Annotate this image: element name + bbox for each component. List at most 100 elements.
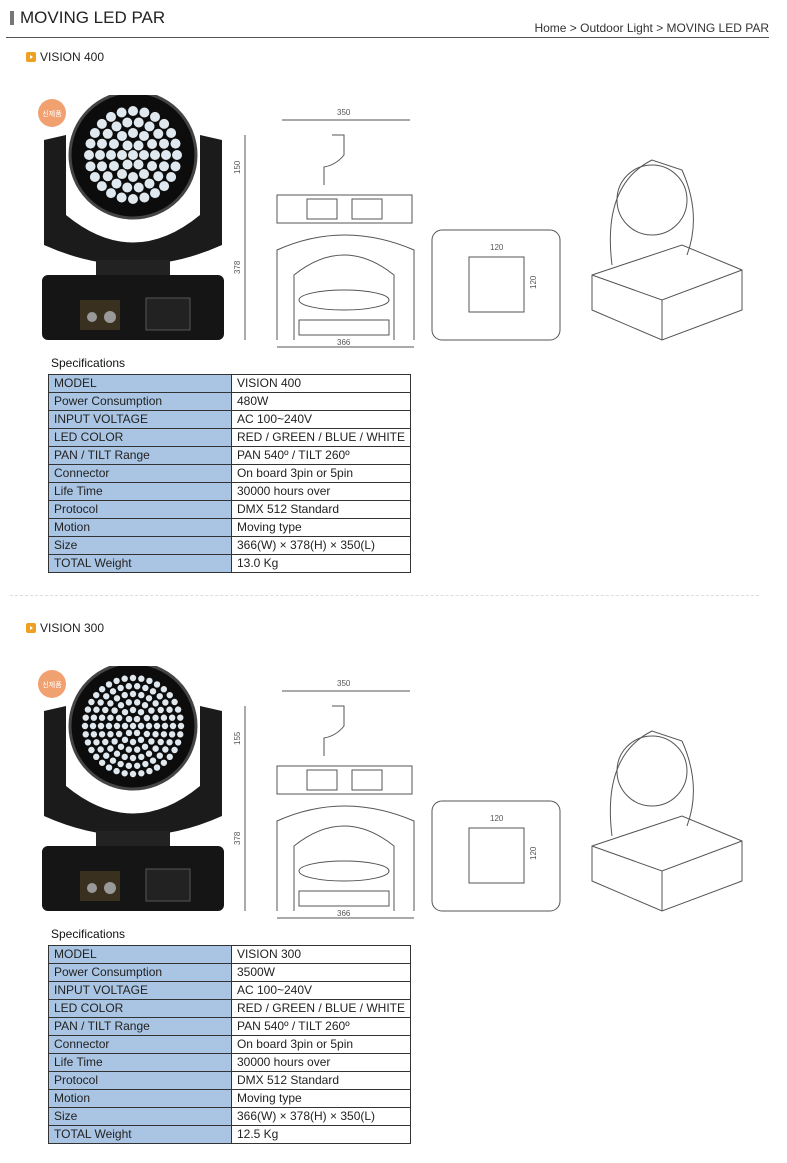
spec-key: Life Time xyxy=(48,482,232,501)
spec-value: 3500W xyxy=(230,963,412,982)
product-name: VISION 300 xyxy=(40,621,105,635)
spec-key: Connector xyxy=(48,464,232,483)
spec-key: INPUT VOLTAGE xyxy=(48,981,232,1000)
spec-key: Life Time xyxy=(48,1053,232,1072)
spec-value: On board 3pin or 5pin xyxy=(230,1035,412,1054)
spec-value: PAN 540º / TILT 260º xyxy=(230,446,412,465)
spec-value: 366(W) × 378(H) × 350(L) xyxy=(230,1107,412,1126)
spec-key: Connector xyxy=(48,1035,232,1054)
spec-key: INPUT VOLTAGE xyxy=(48,410,232,429)
dim-hook-label: 155 xyxy=(233,731,242,745)
product-heading: VISION 300 xyxy=(26,621,104,635)
spec-key: LED COLOR xyxy=(48,428,232,447)
spec-key: Protocol xyxy=(48,1071,232,1090)
dim-base-label: 366 xyxy=(337,909,351,918)
spec-key: LED COLOR xyxy=(48,999,232,1018)
spec-value: Moving type xyxy=(230,518,412,537)
new-product-badge xyxy=(38,99,66,127)
spec-key: Power Consumption xyxy=(48,392,232,411)
spec-value: 12.5 Kg xyxy=(230,1125,412,1144)
spec-value: AC 100~240V xyxy=(230,410,412,429)
dim-hook-label: 150 xyxy=(233,160,242,174)
product-photo: 신제품 xyxy=(36,90,230,345)
page-title-text: MOVING LED PAR xyxy=(20,8,166,27)
specifications-heading: Specifications xyxy=(51,927,126,941)
dim-plate-height-label: 120 xyxy=(529,846,538,860)
spec-row: Power Consumption 3500W xyxy=(48,963,412,982)
technical-drawing: 350 155 378 366 120 120 xyxy=(232,666,772,921)
spec-value: AC 100~240V xyxy=(230,981,412,1000)
header-divider xyxy=(6,37,769,38)
title-bar-icon xyxy=(10,11,14,25)
dim-height-label: 378 xyxy=(233,831,242,845)
spec-value: 30000 hours over xyxy=(230,1053,412,1072)
spec-value: RED / GREEN / BLUE / WHITE xyxy=(230,428,412,447)
spec-row: Power Consumption 480W xyxy=(48,392,412,411)
spec-value: On board 3pin or 5pin xyxy=(230,464,412,483)
dim-plate-height-label: 120 xyxy=(529,275,538,289)
spec-value: Moving type xyxy=(230,1089,412,1108)
spec-key: Size xyxy=(48,536,232,555)
spec-key: Size xyxy=(48,1107,232,1126)
new-product-badge xyxy=(38,670,66,698)
badge-text: 신제품 xyxy=(42,109,62,118)
specifications-heading: Specifications xyxy=(51,356,126,370)
dim-plate-width-label: 120 xyxy=(490,243,504,252)
spec-key: MODEL xyxy=(48,374,232,393)
technical-drawing: 350 150 378 366 120 120 xyxy=(232,95,772,350)
spec-value: 480W xyxy=(230,392,412,411)
spec-value: DMX 512 Standard xyxy=(230,1071,412,1090)
play-bullet-icon xyxy=(26,52,36,62)
badge-text: 신제품 xyxy=(42,680,62,689)
spec-key: Power Consumption xyxy=(48,963,232,982)
spec-value: RED / GREEN / BLUE / WHITE xyxy=(230,999,412,1018)
dim-base-label: 366 xyxy=(337,338,351,347)
spec-key: Protocol xyxy=(48,500,232,519)
spec-value: PAN 540º / TILT 260º xyxy=(230,1017,412,1036)
play-bullet-icon xyxy=(26,623,36,633)
spec-value: 30000 hours over xyxy=(230,482,412,501)
spec-value: VISION 400 xyxy=(230,374,412,393)
spec-key: PAN / TILT Range xyxy=(48,1017,232,1036)
spec-key: Motion xyxy=(48,518,232,537)
spec-value: DMX 512 Standard xyxy=(230,500,412,519)
dim-width-label: 350 xyxy=(337,679,351,688)
spec-value: 13.0 Kg xyxy=(230,554,412,573)
spec-key: TOTAL Weight xyxy=(48,554,232,573)
section-divider xyxy=(10,595,759,596)
product-name: VISION 400 xyxy=(40,50,105,64)
spec-key: MODEL xyxy=(48,945,232,964)
spec-key: TOTAL Weight xyxy=(48,1125,232,1144)
page-title: MOVING LED PAR xyxy=(10,8,165,28)
dim-plate-width-label: 120 xyxy=(490,814,504,823)
dim-height-label: 378 xyxy=(233,260,242,274)
spec-value: VISION 300 xyxy=(230,945,412,964)
spec-key: Motion xyxy=(48,1089,232,1108)
breadcrumb: Home > Outdoor Light > MOVING LED PAR xyxy=(534,21,769,35)
dim-width-label: 350 xyxy=(337,108,351,117)
product-photo: 신제품 xyxy=(36,661,230,916)
spec-value: 366(W) × 378(H) × 350(L) xyxy=(230,536,412,555)
